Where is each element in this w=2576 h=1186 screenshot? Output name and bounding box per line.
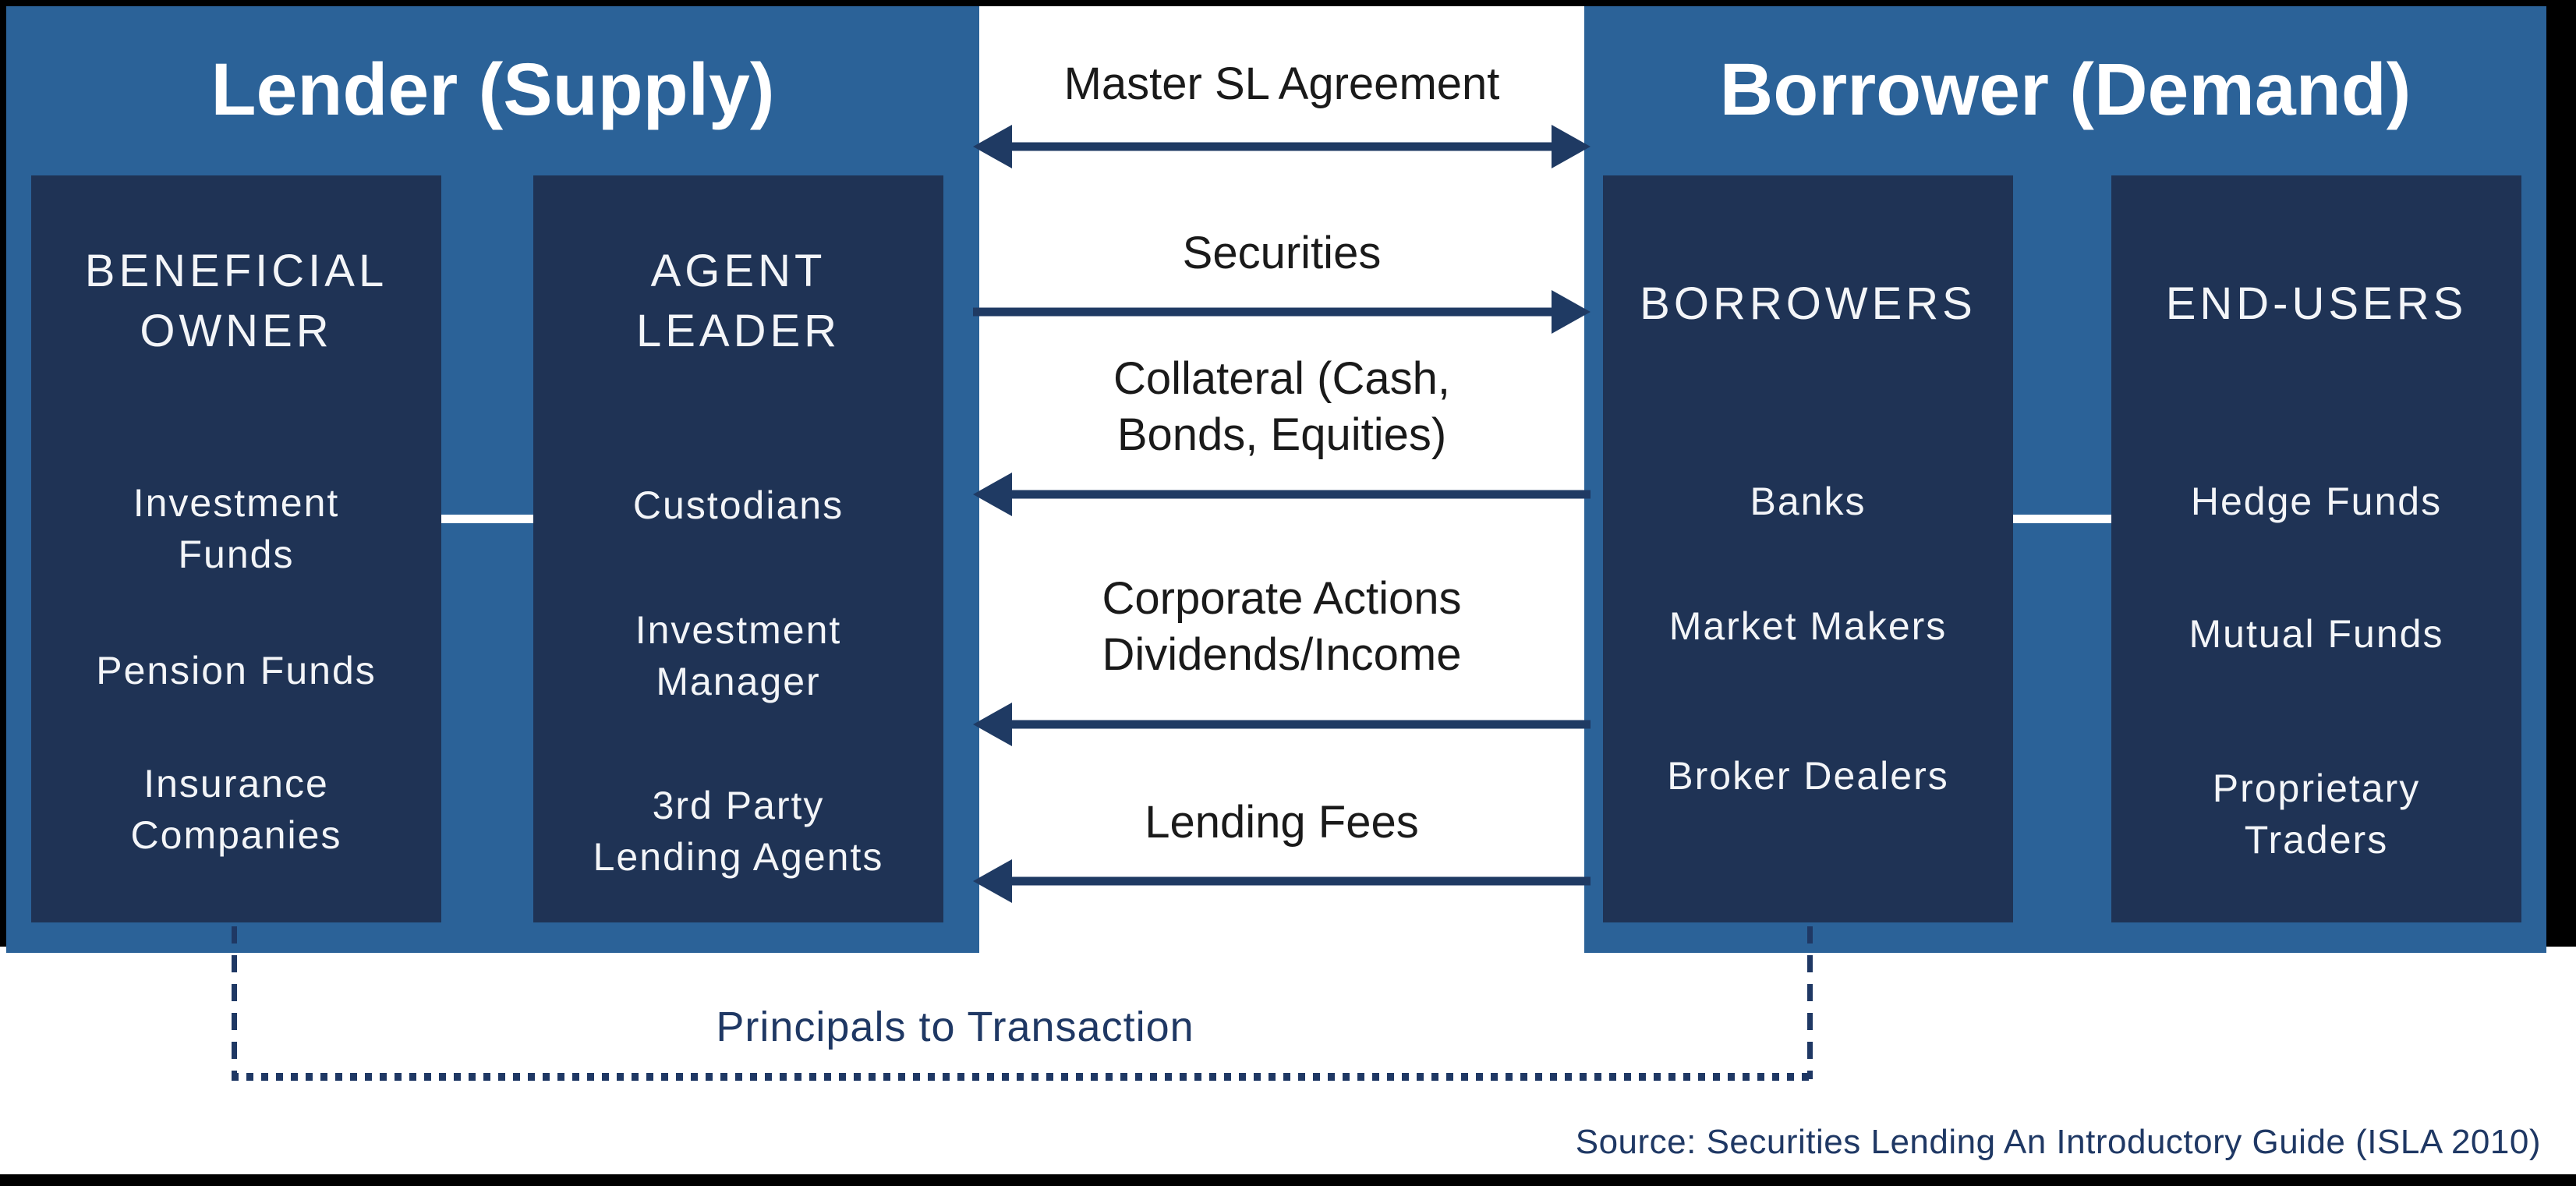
list-item-pension-funds: Pension Funds xyxy=(96,649,377,692)
agent-leader-title: AGENT LEADER xyxy=(635,246,841,356)
principals-to-transaction-label: Principals to Transaction xyxy=(716,1004,1194,1050)
list-item-insurance-companies: Insurance Companies xyxy=(130,762,342,857)
list-item-proprietary-traders: Proprietary Traders xyxy=(2212,766,2421,862)
frame-bottom-bar xyxy=(0,1174,2576,1186)
flow-label-lending-fees: Lending Fees xyxy=(1145,797,1419,848)
flow-label-master-sl-agreement: Master SL Agreement xyxy=(1063,58,1500,109)
beneficial-owner-box: BENEFICIAL OWNER Investment Funds Pensio… xyxy=(31,175,441,922)
corporate-actions-left-arrow-icon xyxy=(973,703,1591,746)
frame-right-bar xyxy=(2546,0,2576,947)
collateral-left-arrow-icon xyxy=(973,473,1591,516)
source-citation: Source: Securities Lending An Introducto… xyxy=(1575,1123,2541,1161)
beneficial-owner-title: BENEFICIAL OWNER xyxy=(84,246,388,356)
flow-label-corporate-actions: Corporate Actions Dividends/Income xyxy=(1102,573,1462,680)
list-item-market-makers: Market Makers xyxy=(1668,604,1948,648)
principals-dashed-line-left xyxy=(232,926,237,1079)
master-sl-agreement-double-arrow-icon xyxy=(973,125,1591,168)
borrower-boxes-connector-line xyxy=(2013,515,2111,523)
lender-boxes-connector-line xyxy=(441,515,533,523)
list-item-mutual-funds: Mutual Funds xyxy=(2189,612,2444,656)
list-item-investment-funds: Investment Funds xyxy=(133,481,340,576)
list-item-broker-dealers: Broker Dealers xyxy=(1667,754,1949,798)
list-item-3rd-party-lending-agents: 3rd Party Lending Agents xyxy=(593,784,884,879)
list-item-investment-manager: Investment Manager xyxy=(635,608,842,703)
end-users-title: END-USERS xyxy=(2165,278,2468,329)
list-item-custodians: Custodians xyxy=(632,483,844,527)
list-item-banks: Banks xyxy=(1750,480,1867,523)
flow-label-securities: Securities xyxy=(1182,228,1382,278)
borrowers-box: BORROWERS Banks Market Makers Broker Dea… xyxy=(1603,175,2013,922)
securities-right-arrow-icon xyxy=(973,290,1591,334)
lending-fees-left-arrow-icon xyxy=(973,859,1591,903)
borrowers-title: BORROWERS xyxy=(1640,278,1976,329)
principals-dashed-line-right xyxy=(1807,926,1813,1079)
lender-title: Lender (Supply) xyxy=(211,48,775,131)
end-users-box: END-USERS Hedge Funds Mutual Funds Propr… xyxy=(2111,175,2521,922)
frame-left-bar xyxy=(0,0,6,947)
list-item-hedge-funds: Hedge Funds xyxy=(2190,480,2443,523)
flow-label-collateral: Collateral (Cash, Bonds, Equities) xyxy=(1113,353,1450,460)
principals-dotted-line-bottom xyxy=(232,1073,1813,1081)
frame-top-bar xyxy=(0,0,2576,6)
borrower-title: Borrower (Demand) xyxy=(1719,48,2411,131)
agent-leader-box: AGENT LEADER Custodians Investment Manag… xyxy=(533,175,943,922)
